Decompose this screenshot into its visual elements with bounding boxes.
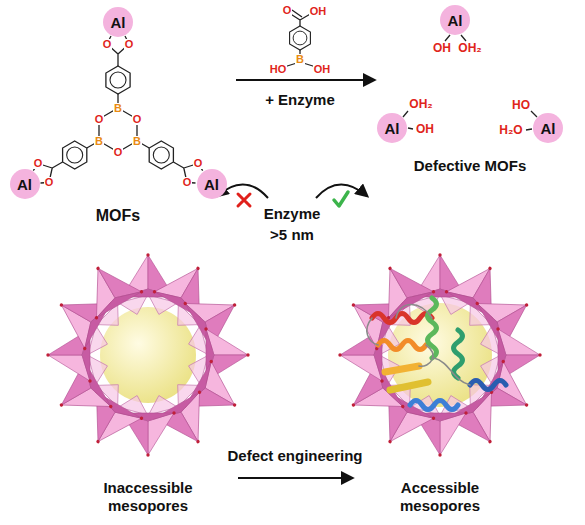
group-label: HO (511, 99, 531, 111)
sheet (390, 382, 428, 390)
helix (378, 341, 426, 350)
benzene-ring (63, 141, 87, 169)
atom-label: B (94, 136, 104, 147)
element-symbol: Al (541, 121, 556, 136)
cross-mark (238, 194, 250, 206)
group-label: OH (432, 42, 452, 54)
structure-name: MOFs (96, 206, 140, 225)
metal-node: Al (377, 113, 407, 143)
helix (428, 298, 437, 358)
metal-node: Al (103, 7, 133, 37)
benzene-ring (149, 141, 173, 169)
group-label: H₂O (498, 124, 523, 136)
metal-node: Al (197, 169, 227, 199)
atom-label: O (124, 39, 135, 50)
structure-name: Defective MOFs (414, 157, 527, 175)
atom-label: O (113, 147, 124, 158)
element-symbol: Al (385, 121, 400, 136)
atom-label: O (102, 39, 113, 50)
atom-label: B (295, 54, 305, 65)
helix (454, 330, 463, 378)
process-label: Defect engineering (227, 447, 362, 465)
group-label: OH (415, 123, 435, 135)
caption-label: Accessible mesopores (380, 479, 500, 515)
element-symbol: Al (448, 13, 463, 28)
group-label: OH₂ (457, 42, 482, 54)
process-arrow (238, 477, 352, 479)
atom-label: HO (269, 64, 288, 75)
mof-cage (46, 253, 250, 457)
mof-bonds (33, 36, 202, 183)
mesopore-sphere (388, 303, 492, 407)
curved-arrow (316, 184, 367, 198)
caption-label: Inaccessible mesopores (83, 479, 213, 515)
metal-node: Al (533, 113, 563, 143)
loop (367, 305, 470, 386)
group-label: OH₂ (408, 98, 433, 110)
atom-label: O (132, 114, 143, 125)
bond (403, 35, 537, 130)
sheet (385, 366, 419, 372)
atom-label: O (282, 5, 293, 16)
check-mark (334, 192, 348, 206)
helix (372, 314, 432, 323)
element-symbol: Al (111, 15, 126, 30)
atom-label: O (193, 158, 204, 169)
atom-label: O (33, 158, 44, 169)
element-symbol: Al (204, 177, 219, 192)
mof-cage (338, 253, 542, 457)
atom-label: O (182, 177, 193, 188)
atom-label: O (44, 177, 55, 188)
element-symbol: Al (17, 177, 32, 192)
atom-label: OH (309, 6, 328, 17)
bond (137, 141, 203, 183)
benzene-ring (290, 26, 311, 50)
atom-label: OH (313, 64, 332, 75)
helix (470, 381, 506, 390)
metal-node: Al (440, 5, 470, 35)
enzyme-ribbon (367, 298, 506, 410)
atom-label: O (94, 114, 105, 125)
enzyme-label: Enzyme (264, 205, 321, 223)
tetrahedron (73, 253, 144, 320)
size-label: >5 nm (270, 226, 314, 244)
benzene-ring (106, 66, 130, 94)
bond (284, 10, 316, 67)
metal-node: Al (10, 169, 40, 199)
reagent-label: + Enzyme (265, 91, 335, 109)
helix (410, 401, 458, 410)
reaction-arrow (236, 79, 374, 81)
atom-label: B (113, 103, 123, 114)
atom-label: B (132, 136, 142, 147)
